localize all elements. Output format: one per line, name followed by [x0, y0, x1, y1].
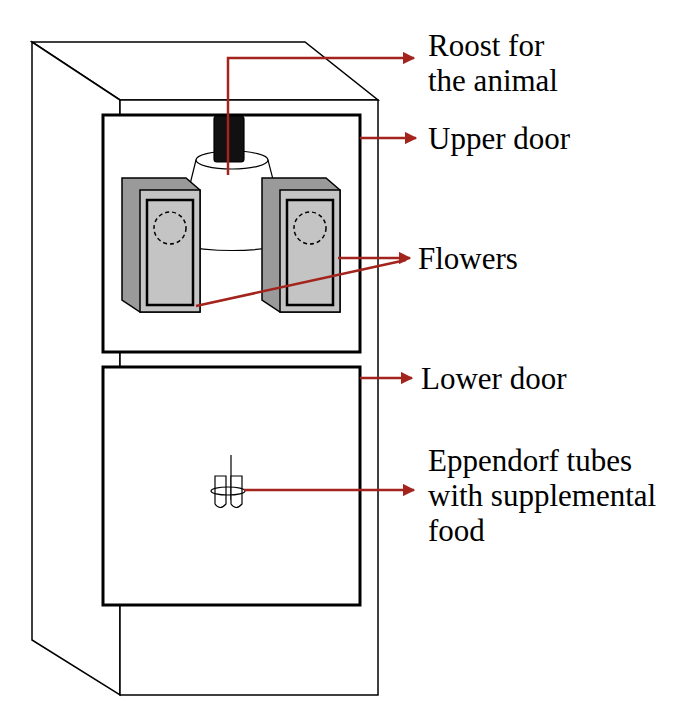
flower-box	[122, 178, 200, 312]
lower-door	[103, 367, 360, 605]
leader-line	[360, 377, 412, 380]
flower-panel	[147, 200, 193, 305]
leader-line	[228, 58, 414, 175]
flower-front	[280, 190, 340, 312]
leader-line	[360, 137, 416, 140]
eppendorf-tubes	[211, 455, 245, 508]
callout-label: Lower door	[421, 361, 661, 396]
callout-label: Roost for the animal	[428, 28, 573, 98]
leader-line	[338, 257, 410, 260]
flower-panel	[287, 200, 333, 305]
upper-door	[103, 115, 360, 352]
flower-hole	[294, 212, 326, 244]
tube	[231, 476, 242, 508]
flower-box	[262, 178, 340, 312]
doors	[103, 115, 360, 605]
leader-line	[244, 489, 414, 492]
tube-band	[211, 487, 245, 495]
callout-label: Upper door	[428, 121, 668, 156]
flower-hole	[154, 212, 186, 244]
leader-line	[196, 260, 406, 306]
flower-right	[262, 178, 340, 312]
tube	[215, 476, 226, 508]
cabinet	[32, 42, 378, 695]
leader-lines	[196, 58, 416, 490]
callout-label: Flowers	[418, 241, 658, 276]
flower-left	[122, 178, 200, 312]
callout-label: Eppendorf tubes with supplemental food	[428, 443, 673, 548]
flower-front	[140, 190, 200, 312]
